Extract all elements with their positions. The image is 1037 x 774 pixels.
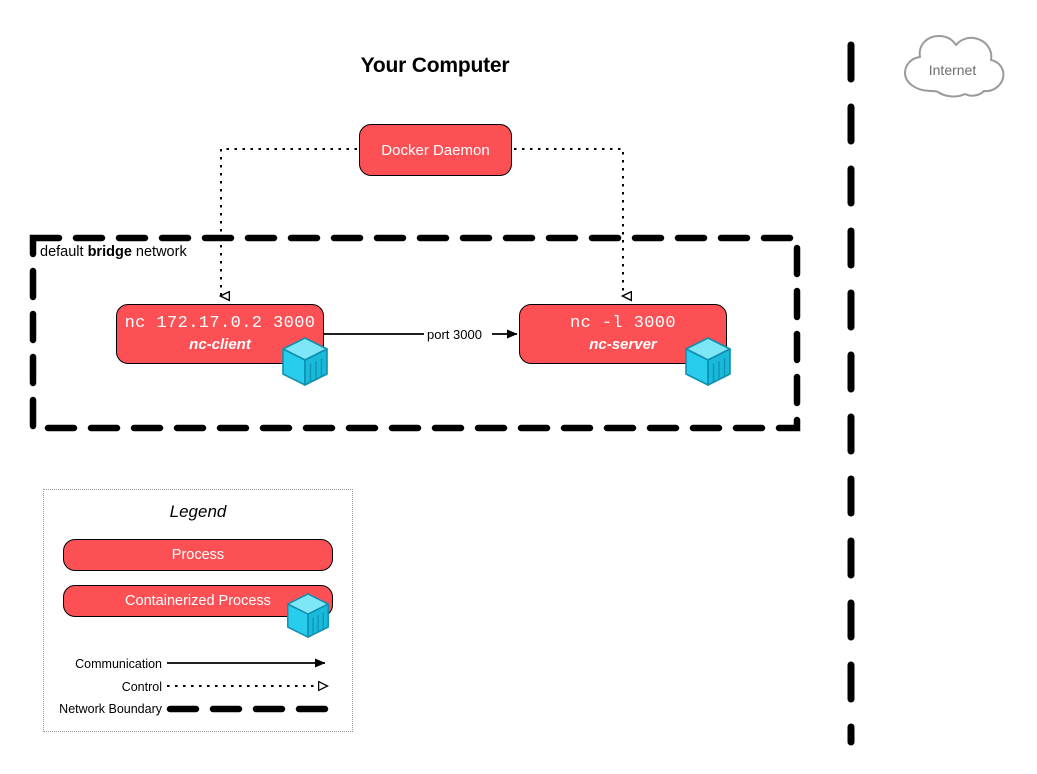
legend-title: Legend [169,502,227,521]
nc-client-command: nc 172.17.0.2 3000 [124,314,316,333]
node-docker-daemon[interactable]: Docker Daemon [359,124,512,176]
legend-row-label-network-boundary: Network Boundary [59,702,162,716]
legend-process-label: Process [171,547,225,563]
nc-server-command: nc -l 3000 [569,314,677,333]
communication-edge-label: port 3000 [427,327,482,342]
legend-containerized-label: Containerized Process [125,593,271,609]
bridge-network-label: default bridge network [38,244,190,260]
bridge-label-suffix: network [131,244,187,260]
nc-client-name: nc-client [189,336,251,353]
internet-label: Internet [928,62,977,78]
node-nc-client[interactable]: nc 172.17.0.2 3000 nc-client [116,304,324,364]
legend-row-label-control: Control [121,680,162,694]
docker-daemon-label: Docker Daemon [381,141,490,159]
bridge-label-bold: bridge [87,244,132,260]
legend-row-label-communication: Communication [75,657,162,671]
page-title: Your Computer [360,54,510,77]
nc-server-name: nc-server [589,336,657,353]
legend-process-swatch: Process [63,539,333,571]
bridge-label-prefix: default [40,244,88,260]
